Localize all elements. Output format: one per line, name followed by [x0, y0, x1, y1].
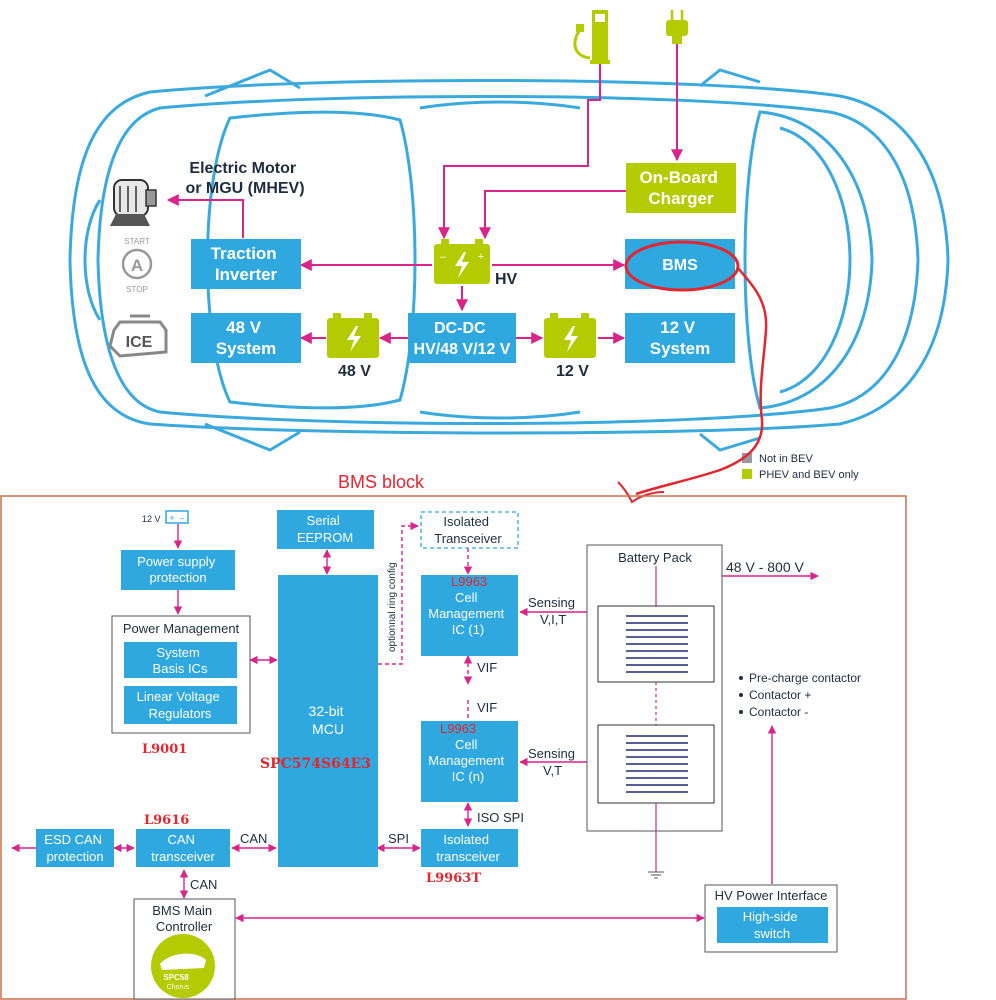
bms-main-controller-box: BMS Main Controller SPC58 Chorus: [133, 898, 236, 1000]
svg-text:PHEV and BEV only: PHEV and BEV only: [759, 469, 859, 481]
ice-engine-icon: ICE: [108, 314, 168, 358]
battery-12v-small-icon: + –: [165, 510, 189, 524]
contactors-list: Pre-charge contactor Contactor + Contact…: [739, 671, 861, 719]
esd-can-protection-box: ESD CAN protection: [36, 829, 114, 867]
svg-text:CAN transceiver: CAN transceiver: [151, 832, 215, 864]
svg-text:48 V System: 48 V System: [216, 318, 276, 358]
svg-text:Pre-charge contactor: Pre-charge contactor: [749, 671, 861, 685]
cmic-1-box: Cell Management IC (1): [421, 575, 518, 656]
sensing-1-label: Sensing V,I,T: [528, 595, 579, 627]
svg-text:A: A: [131, 256, 143, 275]
svg-text:START: START: [124, 237, 150, 246]
sensing-n-label: Sensing V,T: [528, 746, 579, 778]
ring-config-label: optionnal ring config: [387, 562, 398, 652]
svg-text:System Basis ICs: System Basis ICs: [153, 645, 208, 676]
l9963t-label: L9963T: [426, 871, 481, 886]
charging-station-icon: [573, 10, 610, 64]
svg-text:Contactor +: Contactor +: [749, 688, 811, 702]
svg-text:HV Power Interface: HV Power Interface: [715, 888, 828, 903]
battery-12v-icon: [544, 313, 596, 358]
isolated-transceiver-top-box: Isolated Transceiver: [420, 511, 519, 549]
vif-label-bottom: VIF: [477, 700, 497, 715]
can-transceiver-box: CAN transceiver: [136, 829, 230, 867]
l9963-label-n: L9963: [440, 721, 476, 736]
svg-text:+: +: [169, 513, 174, 523]
svg-text:Cell Management IC: Cell Management IC (1): [428, 590, 508, 637]
svg-text:Cell Management IC: Cell Management IC (n): [428, 737, 508, 784]
spi-label: SPI: [388, 831, 409, 846]
dcdc-box: DC-DC HV/48 V/12 V: [408, 313, 516, 363]
svg-text:Power supply protection: Power supply protection: [137, 554, 219, 585]
l9001-label: L9001: [142, 742, 187, 757]
system-48v-box: 48 V System: [191, 313, 301, 363]
isolated-transceiver-bottom-box: Isolated transceiver: [421, 829, 518, 867]
serial-eeprom-box: Serial EEPROM: [277, 510, 374, 549]
l9616-label: L9616: [144, 813, 189, 828]
legend: Not in BEV PHEV and BEV only: [742, 453, 859, 481]
plug-icon: [666, 10, 688, 44]
motor-label: Electric Motor or MGU (MHEV): [185, 160, 304, 197]
svg-text:–: –: [179, 513, 184, 523]
hv-power-interface-box: HV Power Interface High-side switch: [704, 884, 838, 953]
cmic-n-box: Cell Management IC (n): [421, 721, 518, 802]
svg-text:SPC58: SPC58: [163, 973, 189, 982]
svg-text:BMS Main Controller: BMS Main Controller: [152, 903, 216, 934]
svg-text:Isolated Transceiver: Isolated Transceiver: [434, 514, 502, 546]
motor-icon: [110, 179, 157, 226]
v12-label: 12 V: [556, 363, 589, 380]
traction-inverter-box: Traction Inverter: [191, 239, 301, 289]
bms-box: BMS: [624, 239, 740, 292]
svg-text:STOP: STOP: [126, 285, 148, 294]
l9963-label-1: L9963: [451, 574, 487, 589]
svg-text:12 V System: 12 V System: [650, 318, 710, 358]
bms-block-frame: [0, 495, 907, 1000]
svg-text:Power Management: Power Management: [123, 621, 240, 636]
vif-label-top: VIF: [477, 660, 497, 675]
svg-text:Serial EEPROM: Serial EEPROM: [297, 513, 353, 545]
svg-text:Contactor -: Contactor -: [749, 705, 808, 719]
bms-block-title: BMS block: [338, 472, 425, 492]
hv-label: HV: [495, 271, 518, 288]
can-label-down: CAN: [190, 877, 217, 892]
battery-hv-icon: – +: [434, 239, 490, 284]
onboard-charger-box: On-Board Charger: [626, 163, 736, 213]
car-connectors: [166, 44, 683, 344]
battery-pack-box: Battery Pack: [586, 544, 723, 879]
svg-text:ICE: ICE: [126, 334, 153, 351]
start-stop-icon: START A STOP: [121, 237, 153, 294]
bms-callout-line: [635, 267, 768, 496]
mcu-box: 32-bit MCU: [278, 575, 378, 867]
svg-text:+: +: [478, 251, 484, 263]
supply-12v-label: 12 V: [142, 514, 161, 524]
svg-text:–: –: [440, 251, 447, 263]
can-label-right: CAN: [240, 831, 267, 846]
system-12v-box: 12 V System: [625, 313, 735, 363]
svg-text:Battery Pack: Battery Pack: [618, 550, 692, 565]
power-supply-protection-box: Power supply protection: [121, 550, 235, 590]
voltage-range-label: 48 V - 800 V: [726, 559, 804, 575]
battery-48v-icon: [327, 313, 379, 358]
bms-callout-arrow: [617, 481, 665, 504]
svg-text:Not in BEV: Not in BEV: [759, 453, 813, 465]
svg-text:BMS: BMS: [662, 257, 698, 274]
svg-text:ESD CAN protection: ESD CAN protection: [44, 832, 105, 864]
svg-text:Traction Inverter: Traction Inverter: [211, 244, 282, 284]
iso-spi-label: ISO SPI: [477, 810, 524, 825]
svg-text:Isolated transceiver: Isolated transceiver: [436, 832, 500, 864]
svg-text:Chorus: Chorus: [167, 984, 190, 991]
v48-label: 48 V: [338, 363, 371, 380]
svg-text:High-side switch: High-side switch: [743, 909, 802, 941]
spc-label: SPC574S64E3: [260, 756, 371, 772]
svg-text:On-Board Charger: On-Board Charger: [639, 168, 722, 208]
svg-text:32-bit MCU: 32-bit MCU: [309, 703, 348, 737]
svg-text:DC-DC HV/48 V/12 V: DC-DC HV/48 V/12 V: [414, 320, 511, 358]
car-outline: [68, 68, 950, 452]
power-management-box: Power Management System Basis ICs Linear…: [111, 615, 251, 734]
svg-text:Linear Voltage Regulator: Linear Voltage Regulators: [137, 689, 224, 721]
